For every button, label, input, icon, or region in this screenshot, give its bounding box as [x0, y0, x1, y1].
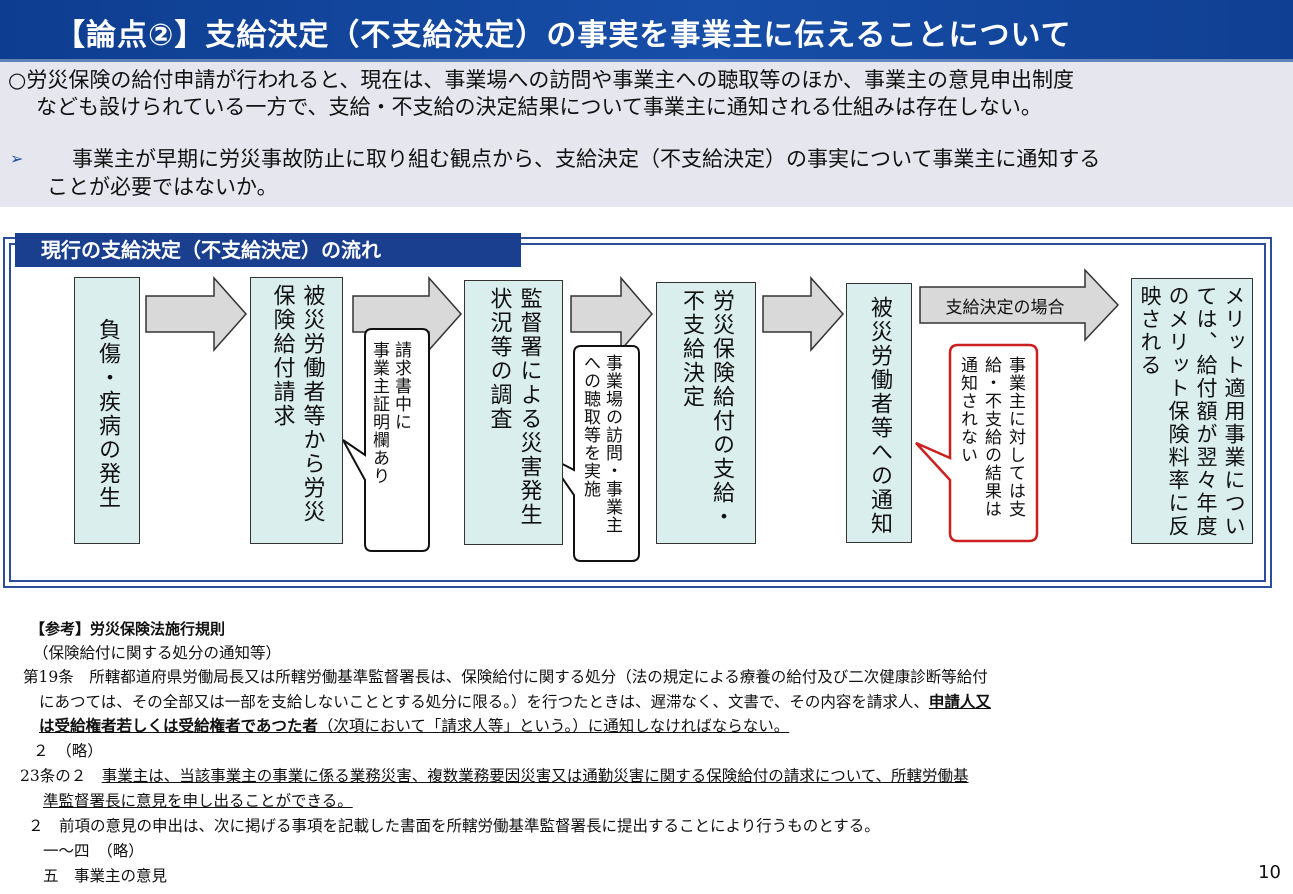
article19-line-2-emphasis: 申請人又 — [928, 692, 991, 711]
article23-line-1-text: 事業主は、当該事業主の事業に係る業務災害、複数業務要因災害又は通勤災害に関する保… — [101, 767, 969, 785]
arrow-label: 支給決定の場合 — [945, 298, 1065, 318]
reference-heading: 【参考】労災保険法施行規則 — [30, 620, 226, 638]
callout-site-visit: 事業場の訪問・事業主 への聴取等を実施 — [580, 354, 622, 534]
step-investigation: 監督署による災害発生状況等の調査 — [464, 280, 563, 545]
article19-item-2: ２ （略） — [33, 742, 103, 760]
page-number: 10 — [1258, 862, 1281, 883]
summary-line-1: ○労災保険の給付申請が行われると、現在は、事業場への訪問や事業主への聴取等のほか… — [8, 68, 1075, 92]
page-title: 【論点②】支給決定（不支給決定）の事実を事業主に伝えることについて — [55, 18, 1072, 53]
proposal-line-1: 事業主が早期に労災事故防止に取り組む観点から、支給決定（不支給決定）の事実につい… — [72, 147, 1101, 171]
callout-1-shape — [342, 328, 430, 552]
article23-items-range: 一～四 （略） — [43, 842, 144, 860]
flow-frame-outer — [3, 237, 1272, 588]
article19-line-2: にあつては、その全部又は一部を支給しないこととする処分に限る。）を行つたときは、… — [39, 690, 991, 714]
title-bar — [0, 0, 1293, 62]
article23-item-2: ２ 前項の意見の申出は、次に掲げる事項を記載した書面を所轄労働基準監督署長に提出… — [28, 817, 880, 835]
article23-line-1: 23条の２ 事業主は、当該事業主の事業に係る業務災害、複数業務要因災害又は通勤災… — [20, 764, 969, 788]
flow-arrow-1 — [145, 276, 248, 352]
step-injury-occurrence: 負傷・疾病の発生 — [74, 277, 140, 544]
arrow-bullet-icon: ➢ — [10, 149, 24, 168]
flow-title: 現行の支給決定（不支給決定）の流れ — [15, 233, 521, 267]
flow-frame-inner — [9, 243, 1266, 582]
step-payment-decision: 労災保険給付の支給・不支給決定 — [656, 282, 756, 544]
flow-arrow-5 — [919, 268, 1120, 342]
flow-arrow-4 — [762, 276, 845, 352]
flow-arrow-3 — [570, 275, 653, 353]
article23-line-2: 準監督署長に意見を申し出ることができる。 — [43, 792, 353, 810]
article19-line-3-emphasis: は受給権者若しくは受給権者であつた者 — [39, 716, 318, 735]
summary-panel — [0, 62, 1293, 207]
title-underline — [0, 59, 1293, 62]
step-merit-rate: メリット適用事業については、給付額が翌々年度のメリット保険料率に反映される — [1131, 278, 1253, 544]
flow-connectors — [145, 268, 1120, 562]
callout-3-shape — [915, 343, 1039, 543]
article19-line-2-text: にあつては、その全部又は一部を支給しないこととする処分に限る。）を行つたときは、… — [39, 693, 929, 711]
callout-employer-certificate: 請求書中に 事業主証明欄あり — [369, 341, 411, 485]
callout-2-shape — [546, 345, 640, 562]
article19-line-3: は受給権者若しくは受給権者であつた者（次項において「請求人等」という。）に通知し… — [39, 714, 789, 738]
summary-line-2: なども設けられている一方で、支給・不支給の決定結果について事業主に通知される仕組… — [36, 95, 1042, 119]
step-benefit-claim: 被災労働者等から労災保険給付請求 — [250, 277, 343, 544]
proposal-line-2: ことが必要ではないか。 — [47, 175, 278, 199]
article19-line-3-text: （次項において「請求人等」という。）に通知しなければならない。 — [317, 717, 790, 735]
article19-line-1: 第19条 所轄都道府県労働局長又は所轄労働基準監督署長は、保険給付に関する処分（… — [23, 668, 988, 686]
article23-item-5: 五 事業主の意見 — [43, 867, 168, 885]
article23-prefix: 23条の２ — [20, 767, 102, 785]
reference-subheading: （保険給付に関する処分の通知等） — [33, 644, 282, 662]
step-notification: 被災労働者等への通知 — [846, 283, 912, 543]
callout-not-notified: 事業主に対しては支 給・不支給の結果は 通知されない — [957, 356, 1025, 518]
